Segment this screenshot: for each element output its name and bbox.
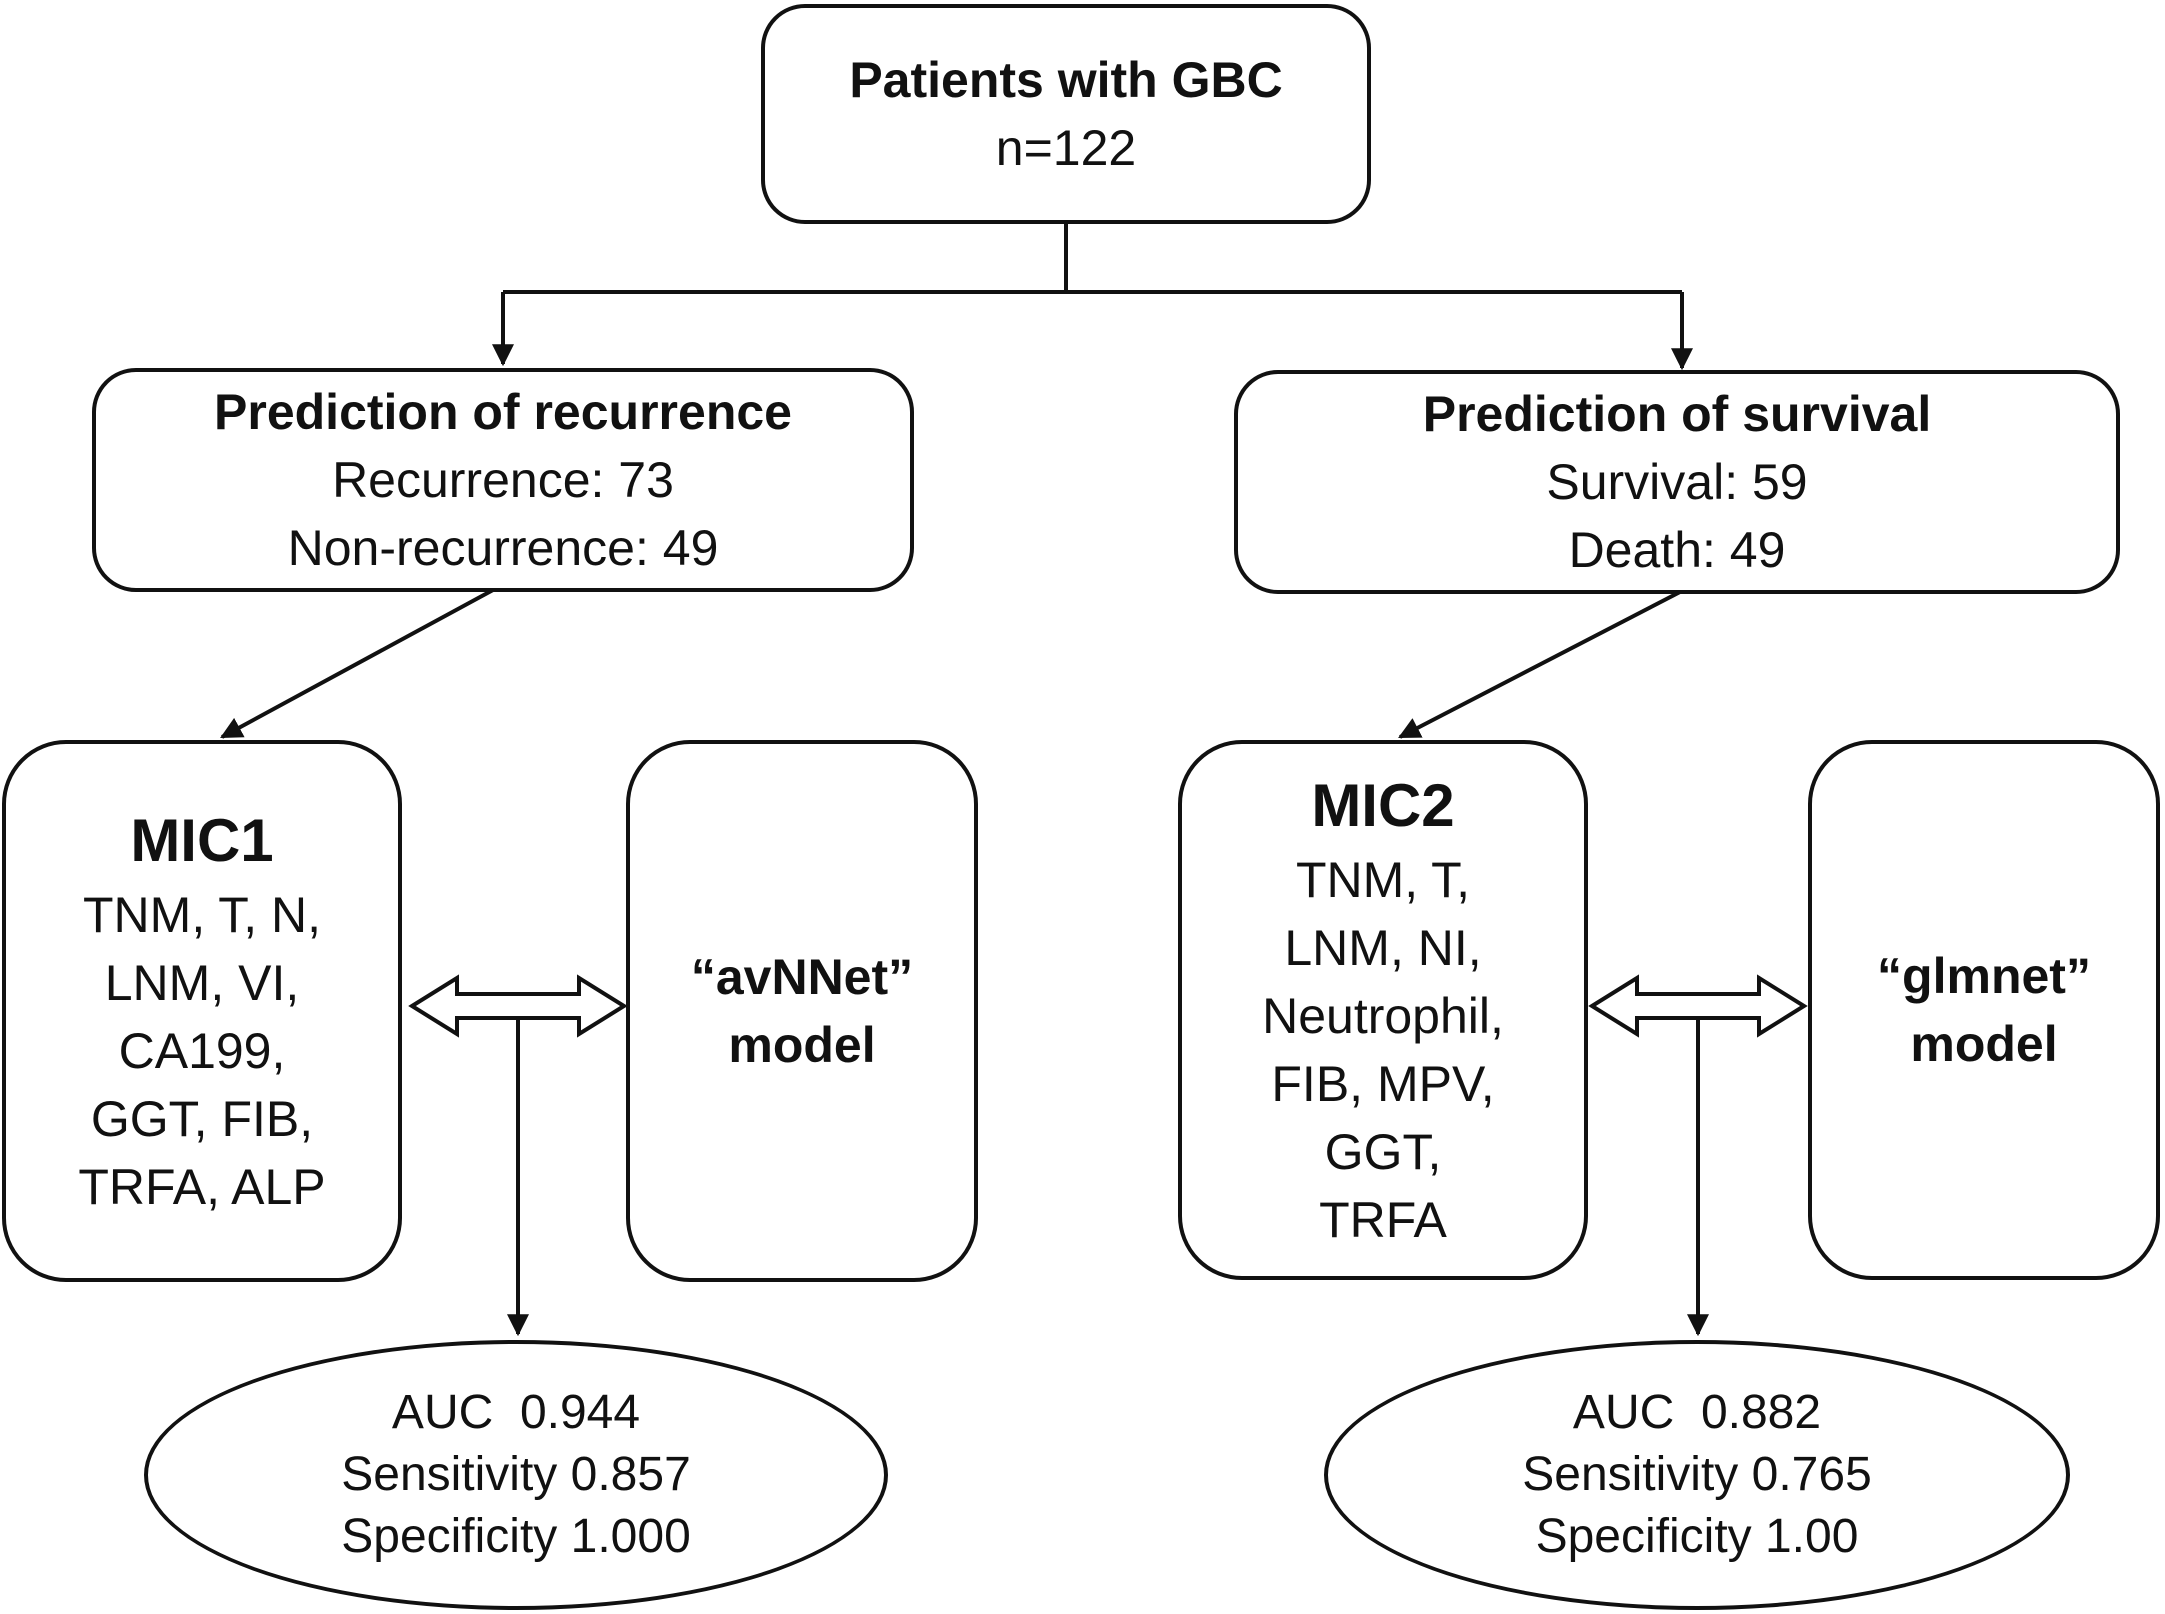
mic1-feature-line: TNM, T, N, [83,887,321,943]
mic1-feature-line: TRFA, ALP [78,1159,326,1215]
survival-count: Survival: 59 [1546,454,1808,510]
recurrence-auc: AUC 0.944 [391,1386,641,1439]
arrow-survival-to-mic2 [1398,590,1681,739]
root-count: n=122 [995,120,1137,176]
survival-sensitivity: Sensitivity 0.765 [1522,1448,1872,1501]
survival-title: Prediction of survival [1422,386,1932,442]
death-count: Death: 49 [1568,522,1786,578]
mic1-feature-line: LNM, VI, [104,955,300,1011]
mic2-title: MIC2 [1311,772,1455,839]
mic1-feature-line: GGT, FIB, [90,1091,314,1147]
mic2-feature-line: Neutrophil, [1262,988,1504,1044]
glmnet-model-name: “glmnet” [1877,948,2091,1004]
root-title: Patients with GBC [849,52,1283,108]
recurrence-sensitivity: Sensitivity 0.857 [341,1448,691,1501]
recurrence-metrics-ellipse: AUC 0.944 Sensitivity 0.857 Specificity … [144,1340,888,1610]
survival-specificity: Specificity 1.00 [1535,1510,1859,1563]
avnnet-model-label: model [728,1017,876,1073]
double-arrow-icon [408,974,628,1038]
recurrence-title: Prediction of recurrence [214,384,792,440]
avnnet-model-name: “avNNet” [690,949,914,1005]
glmnet-model-box: “glmnet” model [1808,740,2160,1280]
mic2-features-box: MIC2 TNM, T, LNM, NI, Neutrophil, FIB, M… [1178,740,1588,1280]
arrow-recurrence-to-mic1 [220,588,494,739]
mic2-feature-line: FIB, MPV, [1271,1056,1495,1112]
survival-metrics-ellipse: AUC 0.882 Sensitivity 0.765 Specificity … [1324,1340,2070,1610]
mic1-feature-line: CA199, [118,1023,286,1079]
non-recurrence-count: Non-recurrence: 49 [287,520,719,576]
mic1-title: MIC1 [130,807,274,874]
survival-auc: AUC 0.882 [1572,1386,1822,1439]
mic1-features-box: MIC1 TNM, T, N, LNM, VI, CA199, GGT, FIB… [2,740,402,1282]
recurrence-count: Recurrence: 73 [332,452,674,508]
avnnet-model-box: “avNNet” model [626,740,978,1282]
recurrence-node: Prediction of recurrence Recurrence: 73 … [92,368,914,592]
root-node: Patients with GBC n=122 [761,4,1371,224]
survival-node: Prediction of survival Survival: 59 Deat… [1234,370,2120,594]
mic2-feature-line: TNM, T, [1295,852,1471,908]
mic2-feature-line: GGT, [1324,1124,1442,1180]
mic2-feature-line: TRFA [1319,1192,1447,1248]
recurrence-specificity: Specificity 1.000 [341,1510,691,1563]
double-arrow-icon [1588,974,1808,1038]
mic2-feature-line: LNM, NI, [1284,920,1482,976]
glmnet-model-label: model [1910,1016,2058,1072]
